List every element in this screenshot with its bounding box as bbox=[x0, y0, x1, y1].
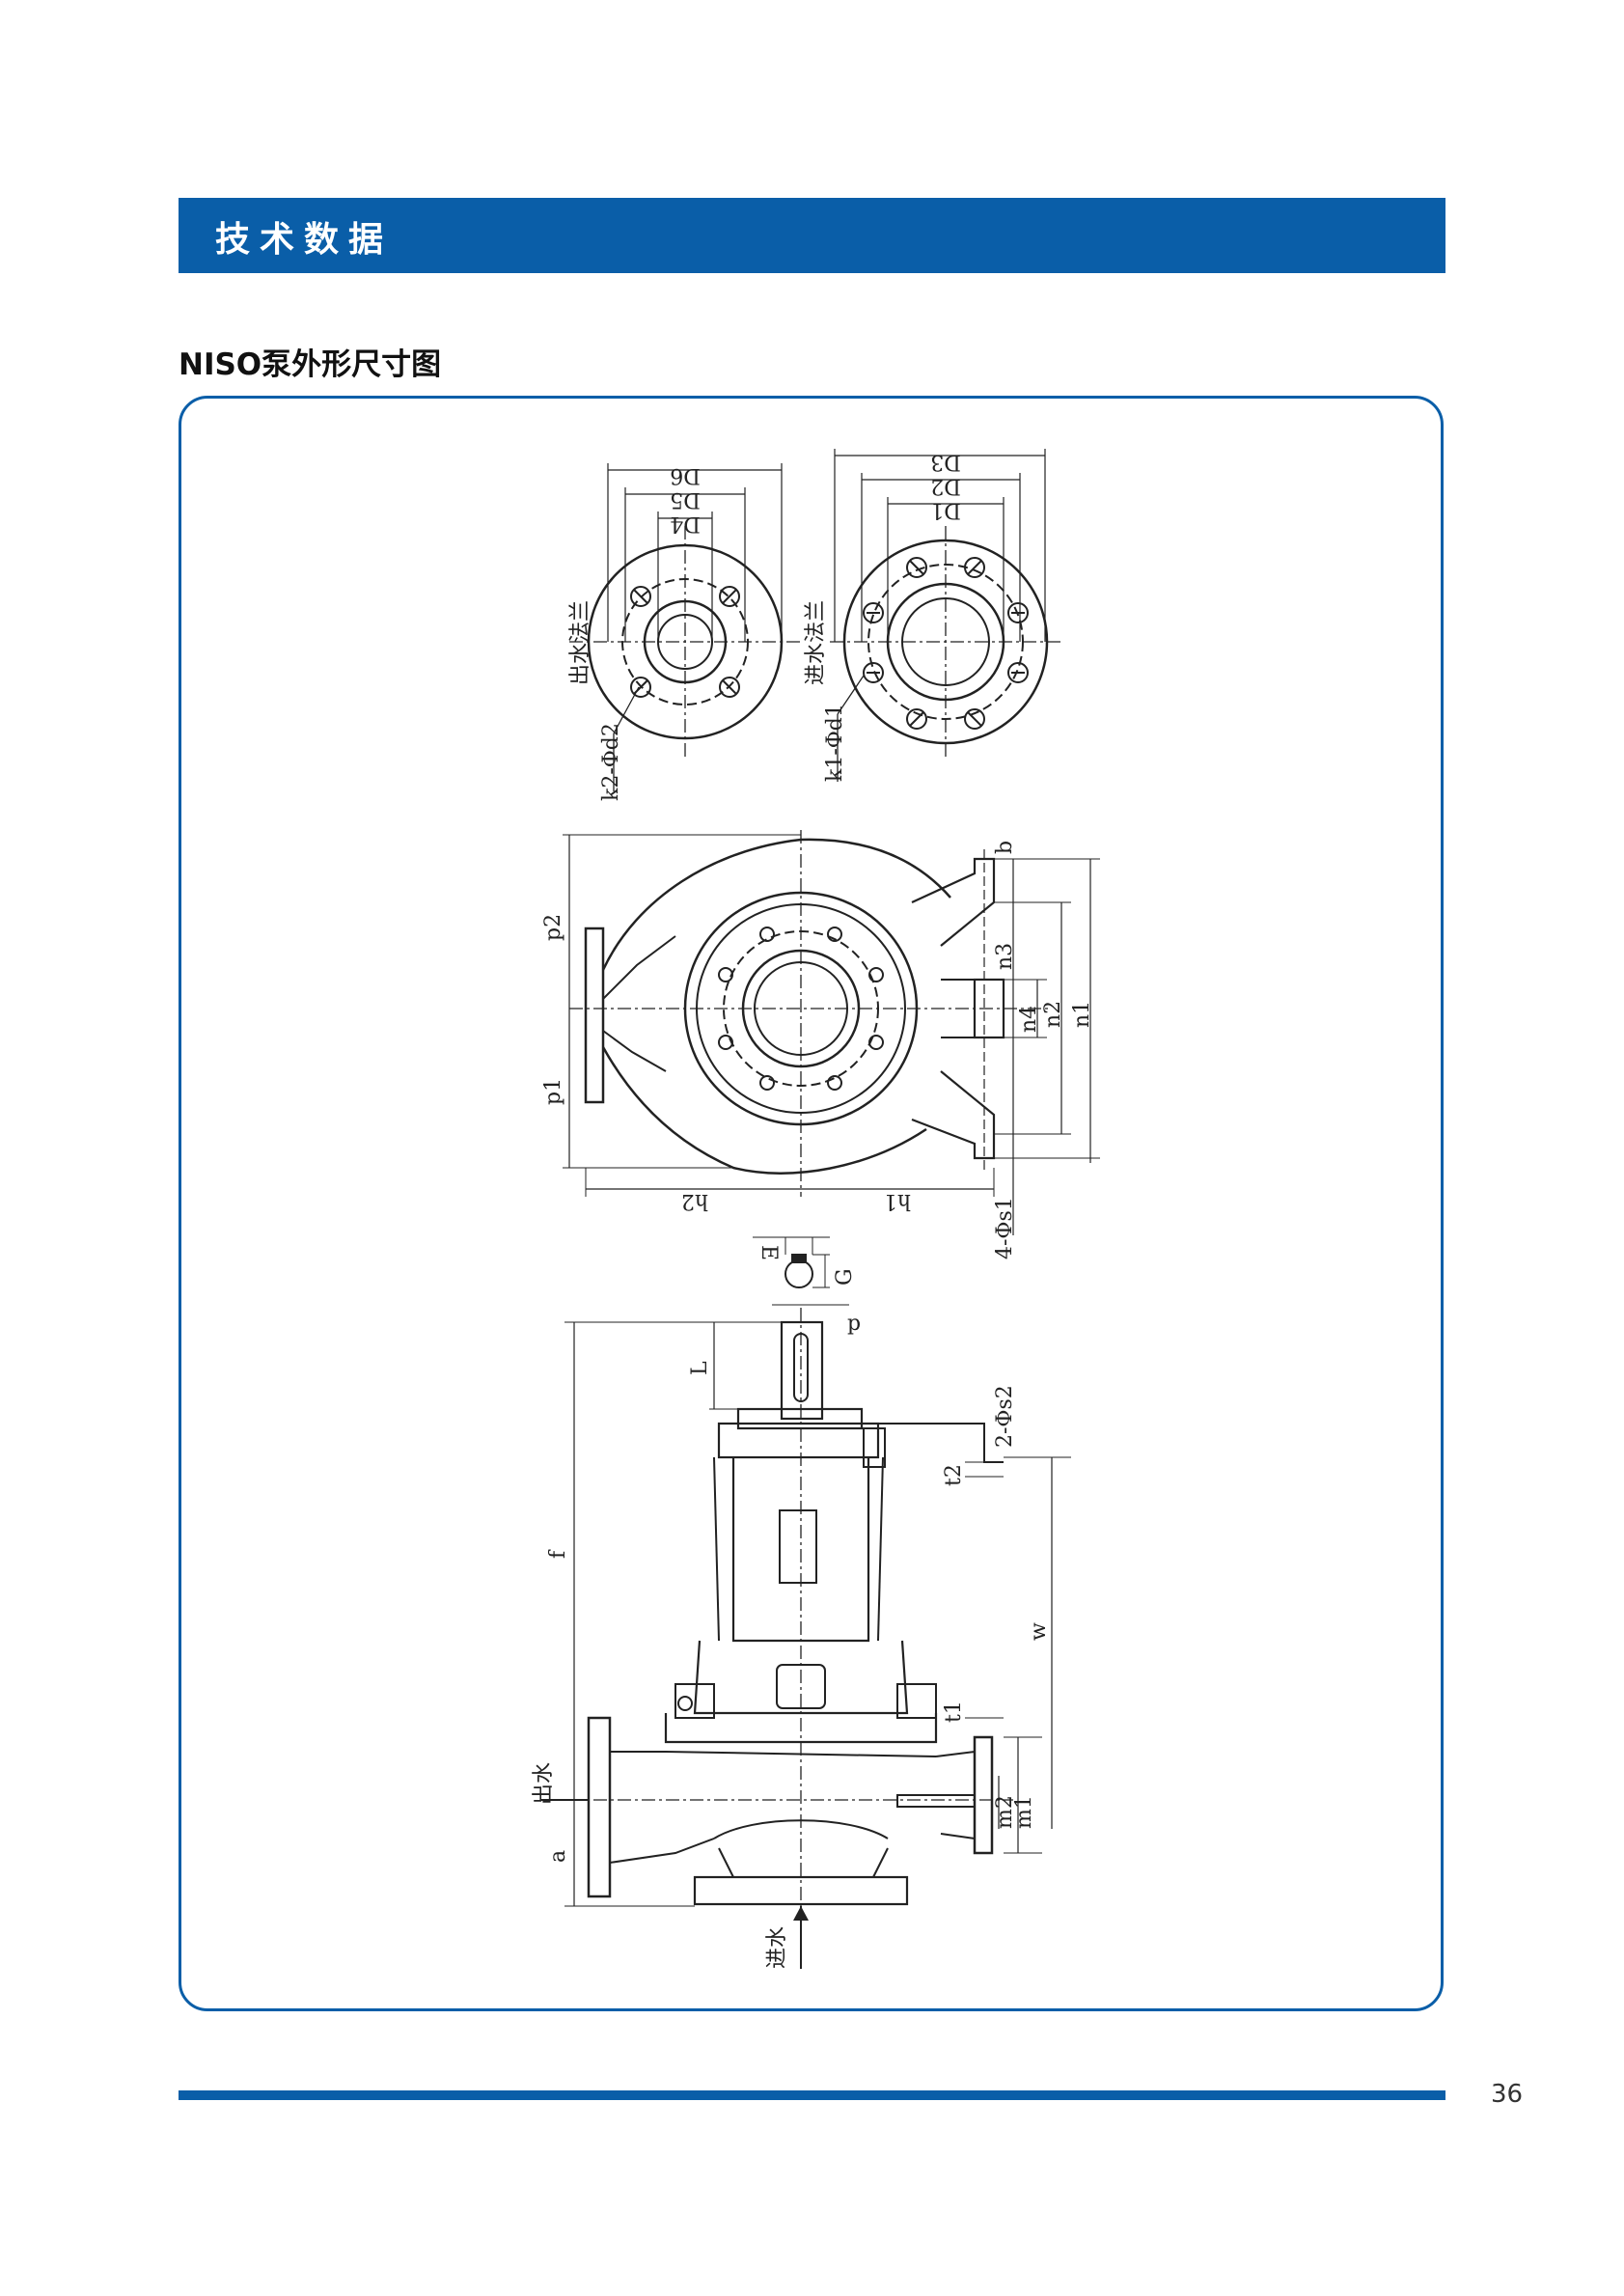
inlet-flange-labels: D3 D2 D1 进水法兰 k1-Φd1 bbox=[804, 450, 961, 782]
page-number: 36 bbox=[1491, 2080, 1524, 2109]
dim-p2: p2 bbox=[541, 914, 565, 941]
foot-hole-label: 4-Φs1 bbox=[993, 1197, 1017, 1259]
shaft-detail-labels: E G p bbox=[757, 1245, 861, 1336]
dim-E: E bbox=[757, 1245, 781, 1260]
top-view-volute bbox=[563, 830, 1100, 1235]
dim-w: w bbox=[1027, 1622, 1051, 1641]
header-banner: 技术数据 bbox=[179, 198, 1445, 273]
dim-n2: n2 bbox=[1041, 1001, 1065, 1028]
inlet-label: 进水 bbox=[765, 1926, 789, 1969]
dim-n3: n3 bbox=[993, 943, 1017, 970]
outlet-flange-labels: D6 D5 D4 出水法兰 k2-Φd2 bbox=[568, 463, 701, 801]
dim-G: G bbox=[833, 1268, 857, 1286]
outlet-label: 出水 bbox=[532, 1762, 556, 1805]
inlet-hole-label: k1-Φd1 bbox=[823, 704, 847, 782]
dim-D4: D4 bbox=[670, 512, 701, 536]
dim-2-s2: 2-Φs2 bbox=[993, 1385, 1017, 1448]
dim-p: p bbox=[847, 1312, 861, 1336]
dim-L: L bbox=[688, 1361, 712, 1375]
dim-t2: t2 bbox=[942, 1464, 966, 1486]
dim-m2: m2 bbox=[993, 1795, 1017, 1829]
dim-D3: D3 bbox=[930, 450, 961, 474]
dim-p1: p1 bbox=[541, 1078, 565, 1105]
dim-h1: h1 bbox=[884, 1189, 911, 1213]
dim-t1: t1 bbox=[942, 1701, 966, 1723]
diagram-frame bbox=[179, 396, 1444, 2011]
outlet-flange-caption: 出水法兰 bbox=[568, 600, 592, 685]
outlet-hole-label: k2-Φd2 bbox=[599, 723, 623, 801]
section-title: NISO泵外形尺寸图 bbox=[179, 347, 442, 382]
dim-a: a bbox=[546, 1850, 570, 1863]
dim-h2: h2 bbox=[681, 1189, 708, 1213]
dim-m1: m1 bbox=[1012, 1795, 1036, 1829]
shaft-detail bbox=[753, 1236, 849, 1306]
top-view-labels: p2 p1 h2 h1 b n3 n4 n2 n1 4-Φs1 bbox=[541, 841, 1094, 1259]
inlet-flange-view bbox=[830, 449, 1061, 782]
dim-n1: n1 bbox=[1070, 1001, 1094, 1028]
dim-D1: D1 bbox=[930, 498, 961, 522]
header-title: 技术数据 bbox=[215, 220, 394, 260]
side-view-pump bbox=[540, 1308, 1071, 1969]
dim-D2: D2 bbox=[930, 474, 961, 498]
side-view-labels: f a L 2-Φs2 t2 w t1 m2 m1 出水 进水 bbox=[532, 1361, 1051, 1969]
inlet-flange-caption: 进水法兰 bbox=[804, 600, 828, 685]
dim-D5: D5 bbox=[670, 487, 701, 512]
dim-n4: n4 bbox=[1017, 1006, 1041, 1033]
dim-D6: D6 bbox=[670, 463, 701, 487]
dim-f: f bbox=[546, 1549, 570, 1559]
outlet-flange-view bbox=[569, 463, 801, 791]
footer-bar bbox=[179, 2090, 1445, 2100]
dim-b: b bbox=[993, 841, 1017, 854]
